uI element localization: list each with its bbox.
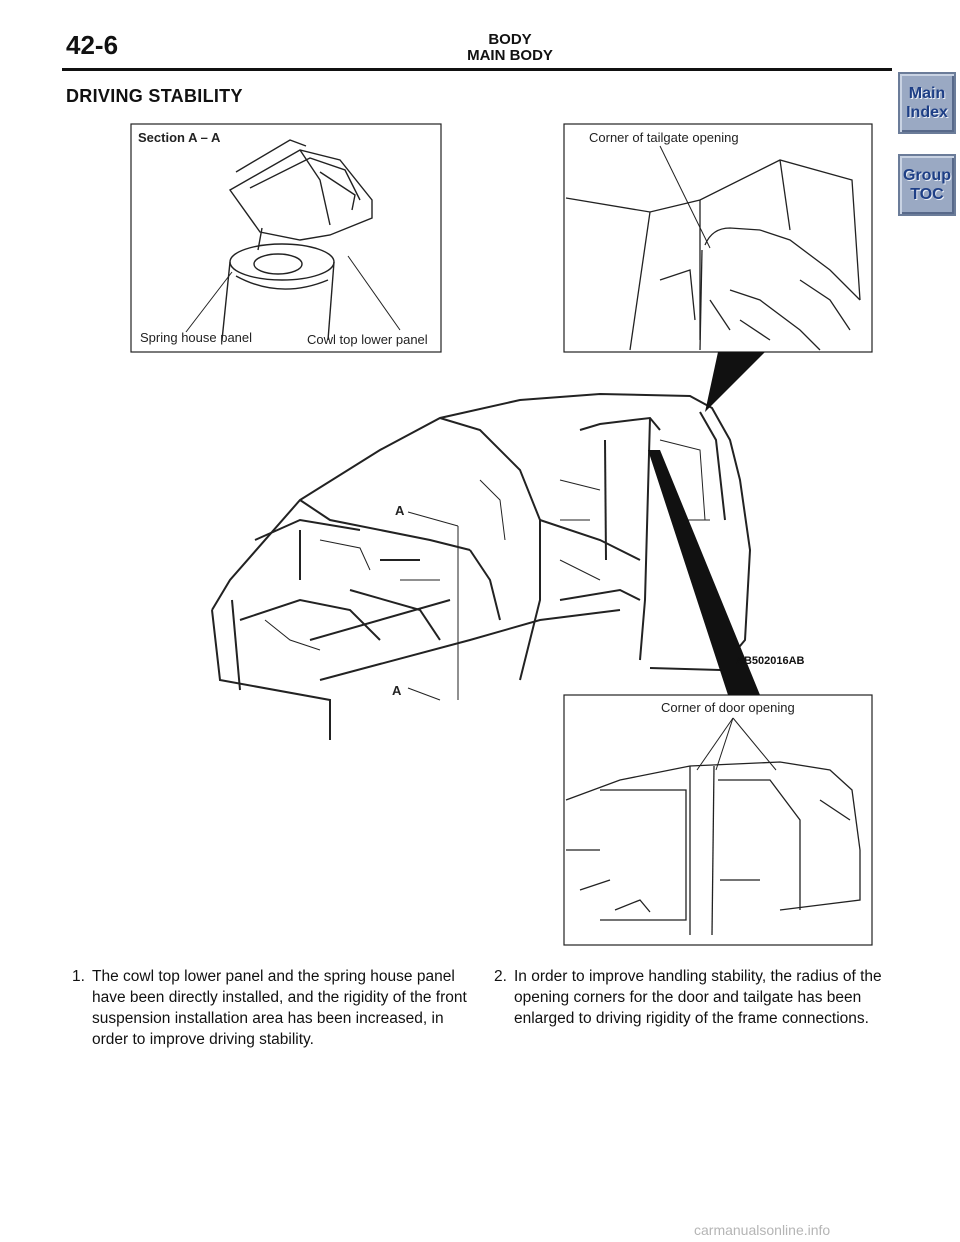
label-spring-house-panel: Spring house panel: [140, 330, 253, 345]
label-cowl-top-lower-panel: Cowl top lower panel: [307, 332, 428, 347]
main-index-label-1: Main: [908, 85, 946, 102]
tailgate-inset-sketch: [565, 159, 861, 351]
marker-a-top: A: [395, 503, 405, 518]
page-number: 42-6: [66, 30, 119, 60]
label-corner-door: Corner of door opening: [661, 700, 795, 715]
section-aa-sketch: [221, 139, 373, 341]
door-callout-wedge: [648, 450, 760, 695]
header-rule: [62, 68, 892, 71]
main-index-label-2: Index: [906, 104, 948, 121]
tailgate-callout-wedge: [705, 352, 765, 412]
group-toc-label-1: Group: [903, 167, 951, 184]
group-toc-button[interactable]: Group TOC: [898, 154, 956, 216]
header-title: BODY MAIN BODY: [440, 32, 580, 64]
header-title-body: BODY: [488, 31, 532, 48]
paragraph-1: 1. The cowl top lower panel and the spri…: [72, 966, 472, 1050]
tailgate-inset-frame: [563, 123, 873, 353]
door-inset-sketch: [565, 761, 861, 936]
label-section-aa: Section A – A: [138, 130, 221, 145]
section-title: DRIVING STABILITY: [66, 86, 243, 106]
paragraph-1-text: The cowl top lower panel and the spring …: [92, 968, 467, 1048]
car-body-detail: [264, 439, 710, 651]
paragraph-2-number: 2.: [494, 968, 507, 985]
marker-a-bottom: A: [392, 683, 402, 698]
watermark: carmanualsonline.info: [694, 1222, 831, 1238]
door-inset-frame: [563, 694, 873, 946]
paragraph-2-text: In order to improve handling stability, …: [514, 968, 882, 1027]
figure-id: AB502016AB: [736, 655, 805, 667]
group-toc-label-2: TOC: [910, 186, 944, 203]
car-body-sketch: [211, 392, 752, 740]
label-corner-tailgate: Corner of tailgate opening: [589, 130, 739, 145]
header-title-main-body: MAIN BODY: [467, 47, 553, 64]
section-aa-inset-frame: [130, 123, 442, 353]
paragraph-2: 2. In order to improve handling stabilit…: [494, 966, 894, 1029]
paragraph-1-number: 1.: [72, 968, 85, 985]
main-index-button[interactable]: Main Index: [898, 72, 956, 134]
